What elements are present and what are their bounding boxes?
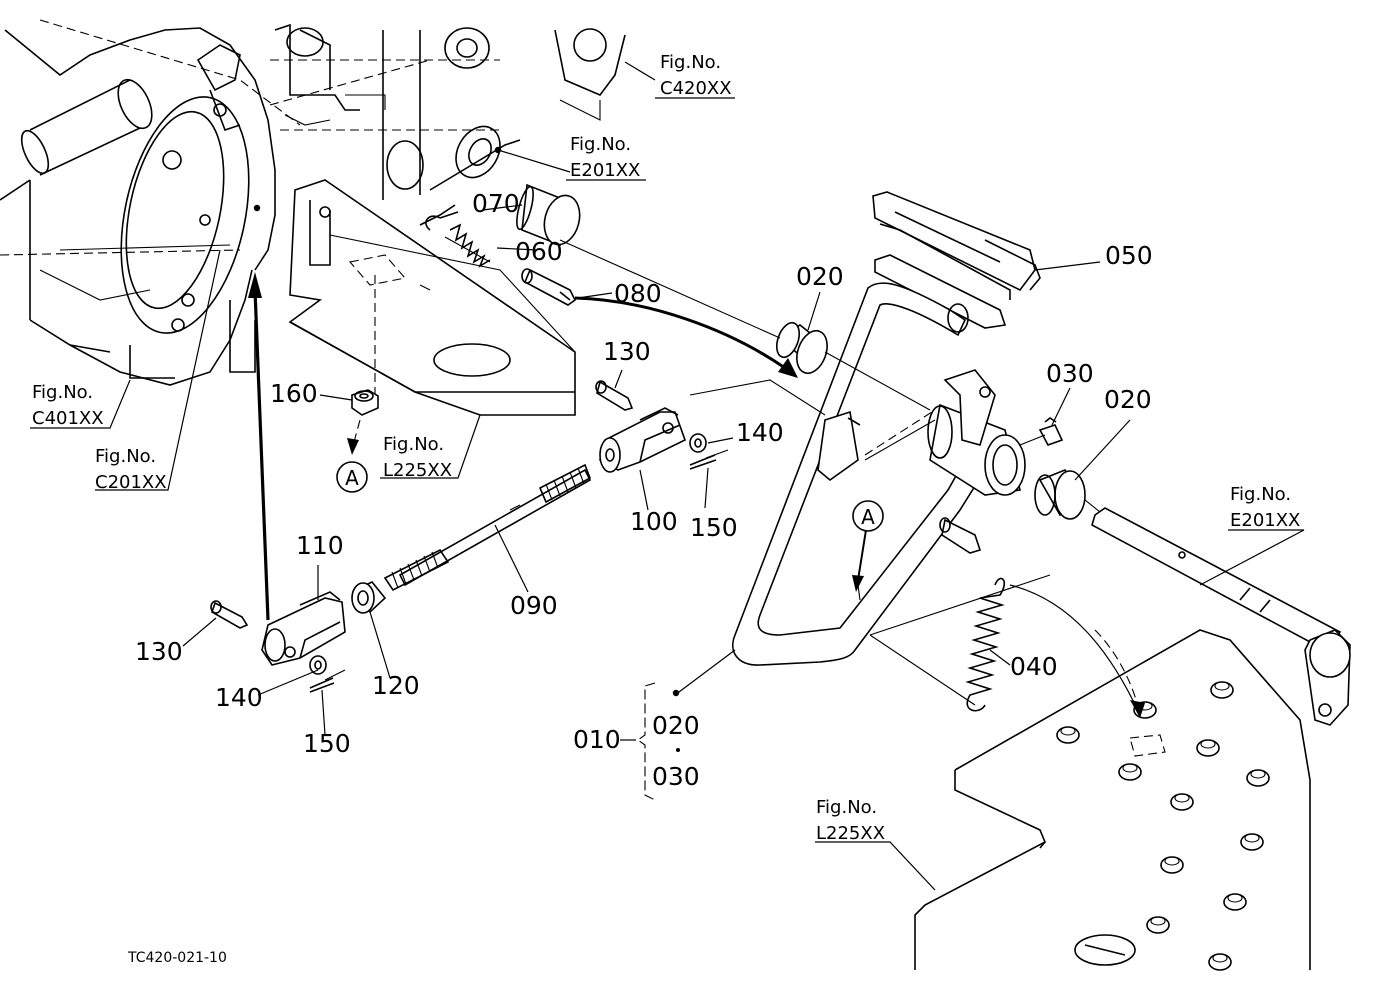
- part-150-cotter-right: [689, 449, 729, 470]
- part-100-clevis: [599, 407, 686, 473]
- fig-ref-e201xx-right: Fig.No. E201XX: [1230, 484, 1300, 531]
- upper-frame-drawing: [269, 23, 626, 200]
- label-150-right: 150: [690, 513, 738, 542]
- part-040-spring: [869, 574, 1051, 712]
- part-labels: 050 070 060 080 020 030 020 130 140 150 …: [135, 189, 1153, 791]
- label-100: 100: [630, 507, 678, 536]
- svg-text:Fig.No.: Fig.No.: [570, 134, 631, 155]
- marker-a-right: A: [852, 500, 884, 532]
- svg-text:C201XX: C201XX: [95, 472, 167, 493]
- fig-ref-l225xx-lower: Fig.No. L225XX: [816, 797, 885, 844]
- part-130-pin-left: [210, 600, 249, 629]
- svg-text:Fig.No.: Fig.No.: [1230, 484, 1291, 505]
- label-130-left: 130: [135, 637, 183, 666]
- marker-a-left: A: [336, 461, 368, 493]
- label-040: 040: [1010, 652, 1058, 681]
- floor-holes: [1056, 681, 1270, 971]
- svg-text:E201XX: E201XX: [1230, 510, 1300, 531]
- label-020-c: 020: [652, 711, 700, 740]
- label-030-b: 030: [652, 762, 700, 791]
- label-060: 060: [515, 237, 563, 266]
- label-010: 010: [573, 725, 621, 754]
- cross-shaft: [1084, 499, 1351, 726]
- label-030-a: 030: [1046, 359, 1094, 388]
- label-020-a: 020: [796, 262, 844, 291]
- svg-text:L225XX: L225XX: [383, 460, 452, 481]
- svg-text:Fig.No.: Fig.No.: [383, 434, 444, 455]
- label-110: 110: [296, 531, 344, 560]
- part-090-rod: [383, 463, 592, 592]
- svg-text:L225XX: L225XX: [816, 823, 885, 844]
- mounting-plate-drawing: [288, 179, 576, 416]
- leader-lines: [30, 61, 1305, 891]
- fig-ref-c420xx: Fig.No. C420XX: [655, 52, 735, 99]
- part-160-nut: [351, 389, 379, 416]
- fig-ref-l225xx-center: Fig.No. L225XX: [383, 434, 452, 481]
- part-110-clevis: [261, 591, 346, 666]
- part-140-washer-left: [309, 655, 327, 675]
- fig-ref-e201xx-top: Fig.No. E201XX: [566, 134, 646, 181]
- label-090: 090: [510, 591, 558, 620]
- part-150-cotter-left: [309, 669, 346, 693]
- drawing-number: TC420-021-10: [127, 950, 227, 966]
- assembly-arrows: [248, 272, 867, 621]
- part-050-pedal-pad: [872, 191, 1041, 329]
- part-020-bushing-b: [1034, 469, 1087, 520]
- label-070: 070: [472, 189, 520, 218]
- figure-references: Fig.No. C420XX Fig.No. E201XX Fig.No. C4…: [32, 52, 1300, 844]
- fig-ref-c401xx: Fig.No. C401XX: [32, 382, 104, 429]
- svg-text:C420XX: C420XX: [660, 78, 732, 99]
- part-070-clip: [419, 204, 459, 231]
- part-080-pin: [521, 268, 577, 306]
- floor-plate-drawing: [914, 584, 1311, 971]
- label-140-right: 140: [736, 418, 784, 447]
- label-020-b: 020: [1104, 385, 1152, 414]
- svg-text:Fig.No.: Fig.No.: [660, 52, 721, 73]
- svg-text:A: A: [861, 505, 875, 529]
- part-130-pin-right: [595, 380, 634, 411]
- housing-drawing: [0, 19, 301, 386]
- label-080: 080: [614, 279, 662, 308]
- group-bracket-010: [620, 682, 656, 801]
- part-010-pedal-arm: [689, 282, 1026, 666]
- svg-text:E201XX: E201XX: [570, 160, 640, 181]
- label-120: 120: [372, 671, 420, 700]
- bushing-upper: [516, 183, 581, 247]
- label-140-left: 140: [215, 683, 263, 712]
- part-140-washer-right: [689, 433, 707, 453]
- svg-text:C401XX: C401XX: [32, 408, 104, 429]
- svg-text:Fig.No.: Fig.No.: [95, 446, 156, 467]
- part-060-spring: [444, 223, 491, 268]
- svg-text:Fig.No.: Fig.No.: [816, 797, 877, 818]
- part-030-grease-nipple: [1019, 417, 1064, 446]
- svg-text:A: A: [345, 466, 359, 490]
- part-020-bushing-a: [559, 239, 931, 411]
- part-120-nut: [351, 581, 387, 614]
- svg-text:Fig.No.: Fig.No.: [32, 382, 93, 403]
- label-130-right: 130: [603, 337, 651, 366]
- label-050: 050: [1105, 241, 1153, 270]
- fig-ref-c201xx: Fig.No. C201XX: [95, 446, 167, 493]
- label-160: 160: [270, 379, 318, 408]
- label-150-left: 150: [303, 729, 351, 758]
